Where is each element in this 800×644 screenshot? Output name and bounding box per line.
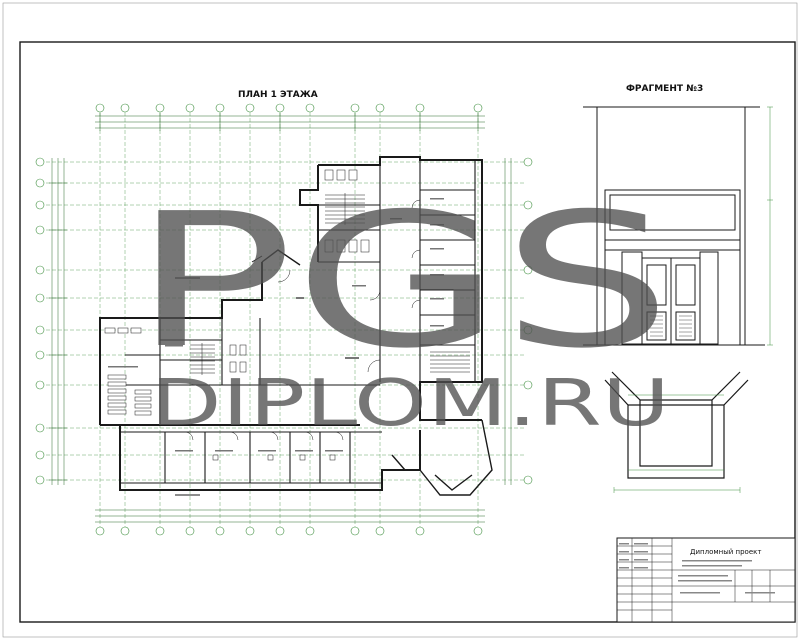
title-block-text-marks [619, 543, 775, 594]
elevation-hatching [650, 315, 692, 337]
furniture-rows [104, 327, 336, 461]
axis-bubbles-right [523, 157, 533, 485]
section-markers [175, 255, 263, 496]
axis-bubbles-top [95, 103, 483, 113]
staircase-main [325, 193, 365, 225]
fragment-elevation [583, 106, 773, 346]
staircase-west [190, 343, 215, 375]
watermark-pgs: PGS [132, 173, 672, 389]
fragment-plan [604, 371, 749, 493]
title-block: Дипломный проект [616, 537, 796, 623]
toilet-cubicles [229, 169, 370, 373]
elevation-dimensions [767, 106, 773, 346]
room-label-marks [108, 198, 444, 452]
axis-bubbles-bottom [95, 526, 483, 536]
door-swings [184, 199, 421, 441]
entrance-wings [261, 249, 493, 496]
floor-plan [35, 103, 533, 536]
fragment-title: ФРАГМЕНТ №3 [626, 84, 703, 94]
project-title: Дипломный проект [690, 548, 761, 556]
dimension-ticks [49, 113, 479, 481]
staircase-east [430, 351, 470, 373]
interior-walls [120, 160, 476, 484]
fragment-plan-dimensions [613, 394, 741, 493]
watermark-site: DIPLOM.RU [150, 367, 670, 441]
watermark: PGS DIPLOM.RU [132, 173, 672, 441]
plan-title: ПЛАН 1 ЭТАЖА [238, 90, 318, 100]
title-block-grid [617, 538, 795, 622]
axis-bubbles-left [35, 157, 45, 485]
elevation-walls [583, 106, 765, 346]
drawing-frame [19, 41, 796, 623]
fragment-plan-walls [604, 371, 749, 479]
